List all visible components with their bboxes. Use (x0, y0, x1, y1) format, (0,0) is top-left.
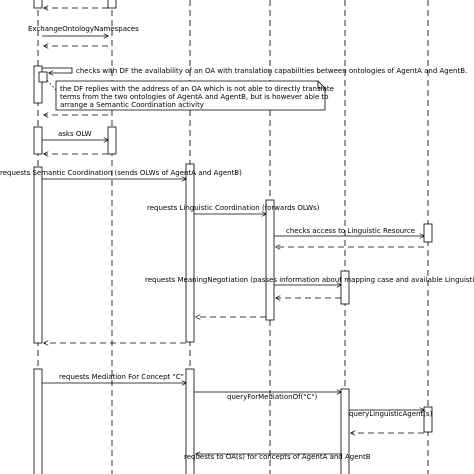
note-box (55, 80, 326, 111)
note-line-1: the DF replies with the address of an OA… (60, 85, 334, 93)
df-reply-note: the DF replies with the address of an OA… (46, 79, 334, 111)
activation-agent-a-olw (33, 126, 43, 155)
activation-agent-a-main (33, 166, 43, 344)
message-exchange-ontology-namespaces: ExchangeOntologyNamespaces (28, 25, 139, 33)
activation-la (340, 270, 350, 305)
message-asks-olw: asks OLW (58, 130, 92, 138)
message-requests-semantic-coordination: requests Semantic Coordination (sends OL… (0, 169, 242, 177)
activation-agent-a-bottom (33, 368, 43, 474)
message-query-for-mediation: queryForMediationOf("C") (227, 393, 318, 401)
activation-bars (33, 0, 433, 474)
self-call-arrow-df (42, 67, 73, 73)
activation-resource-bottom (423, 406, 433, 433)
activation-oa-main (185, 163, 195, 343)
message-checks-access-resource: checks access to Linguistic Resource (286, 227, 415, 235)
activation-agent-a-df-inner (38, 71, 48, 83)
activation-lc (265, 199, 275, 321)
activation-agent-b-olw (107, 126, 117, 155)
message-requests-linguistic-coordination: requests Linguistic Coordination (forwar… (147, 204, 320, 212)
activation-agent-b-top (107, 0, 117, 9)
note-line-2: terms from the two ontologies of AgentA … (60, 93, 329, 101)
note-line-3: arrange a Semantic Coordination activity (60, 101, 204, 109)
note-corner (317, 81, 325, 89)
message-checks-with-df: checks with DF the availability of an OA… (76, 67, 467, 75)
message-query-linguistic-agent: queryLinguisticAgent(s) (349, 410, 433, 418)
activation-agent-a-top (33, 0, 43, 9)
message-requests-meaning-negotiation: requests MeaningNegotiation (passes info… (145, 276, 474, 284)
activation-resource (423, 223, 433, 243)
note-connector (46, 79, 57, 91)
message-requests-mediation: requests Mediation For Concept "C" (59, 373, 184, 381)
activation-la-bottom (340, 388, 350, 474)
activation-agent-a-df (33, 65, 43, 104)
activation-oa-bottom (185, 368, 195, 474)
message-requests-to-oas: requests to OA(s) for concepts of AgentA… (184, 453, 371, 461)
